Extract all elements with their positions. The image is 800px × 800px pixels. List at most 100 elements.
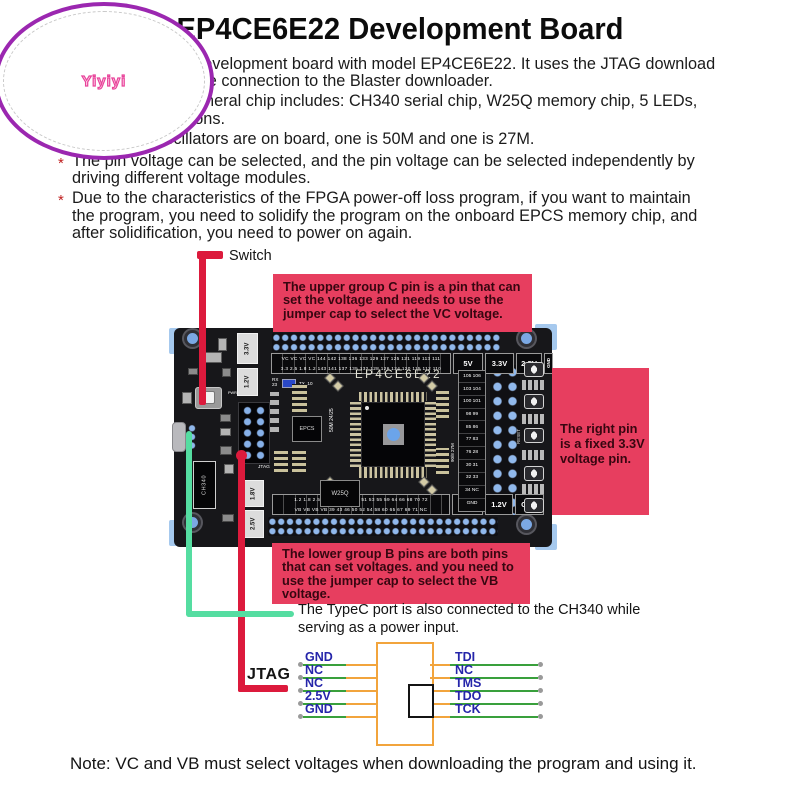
pin-label: NC	[305, 663, 324, 677]
smd-component	[220, 414, 231, 422]
oscillator-label-27m: 90/8 27M	[450, 443, 455, 462]
jtag-header-label: JTAG	[258, 465, 270, 470]
key-button	[524, 498, 544, 513]
bullet-asterisk: *	[58, 192, 64, 210]
jtag-diagram-label: JTAG	[247, 666, 291, 683]
switch-pointer-bar	[197, 251, 223, 259]
epcs-chip: EPCS	[292, 416, 322, 442]
mounting-hole	[518, 330, 535, 347]
bullet-text: The pin voltage can be selected, and the…	[72, 152, 695, 188]
pcb-board: VC VC VC VC 144 142 138 136 133 129 127 …	[169, 324, 557, 550]
bottom-pin-header	[268, 517, 498, 536]
typec-note: The TypeC port is also connected to the …	[298, 602, 641, 636]
bullet-asterisk: *	[58, 155, 64, 173]
resistor-pack	[522, 414, 546, 424]
ch340-chip: CH340	[193, 461, 216, 509]
pin-dot	[538, 701, 543, 706]
pin-wire-orange	[346, 664, 377, 667]
fpga-pins-left	[350, 401, 361, 467]
pwr-label: PWR	[228, 391, 237, 395]
reset-label: RESET	[516, 428, 521, 444]
switch-label: Switch	[229, 248, 272, 264]
pin-dot	[538, 688, 543, 693]
power-cell-3v3: 3.3V	[485, 353, 514, 374]
list-item: * Due to the characteristics of the FPGA…	[58, 190, 758, 242]
smd-component	[188, 368, 198, 375]
key-button	[524, 362, 544, 377]
typec-port	[172, 422, 186, 452]
pin-label: NC	[455, 663, 474, 677]
resistor-pack	[522, 484, 546, 494]
oscillator-label-50m: 50M 24/25	[329, 408, 335, 432]
regulator-3v3: 3.3V	[237, 333, 258, 364]
resistor-array	[292, 450, 306, 472]
pcb-surface: VC VC VC VC 144 142 138 136 133 129 127 …	[172, 328, 553, 547]
pin-label: TCK	[455, 702, 481, 716]
pin-wire-green	[450, 703, 538, 706]
pin-label: GND	[305, 650, 333, 664]
pin-dot	[298, 688, 303, 693]
pin-dot	[298, 662, 303, 667]
pin-wire-orange	[346, 703, 377, 706]
pin-dot	[538, 662, 543, 667]
pin-wire-orange	[430, 716, 450, 719]
pin-wire-green	[303, 664, 346, 667]
jtag-connector-outline	[376, 642, 434, 746]
bottom-note: Note: VC and VB must select voltages whe…	[70, 754, 697, 773]
smd-component	[204, 352, 222, 363]
led-column	[270, 392, 279, 432]
pin-dot	[298, 701, 303, 706]
regulator-2v5: 2.5V	[243, 510, 264, 538]
resistor-array	[436, 388, 449, 418]
top-pin-header	[272, 333, 500, 352]
smd-component	[182, 392, 192, 404]
pin-label: GND	[305, 702, 333, 716]
list-item: * The pin voltage can be selected, and t…	[58, 152, 758, 188]
switch-pointer-line	[199, 252, 206, 405]
pin-wire-orange	[346, 677, 377, 680]
pin-wire-orange	[430, 690, 450, 693]
diag-cap	[332, 380, 344, 392]
fpga-pins-right	[425, 401, 436, 467]
page-title: EP4CE6E22 Development Board	[176, 11, 624, 46]
smd-component	[222, 368, 231, 377]
power-cell-1v2: 1.2V	[485, 494, 513, 515]
w25q-chip: W25Q	[320, 480, 360, 507]
pin-wire-green	[303, 677, 346, 680]
fpga-pins-top	[359, 392, 427, 403]
right-pin-header	[490, 365, 520, 515]
smd-component	[222, 514, 234, 522]
fpga-silkscreen: EP4CE6E22	[355, 369, 443, 381]
pin-wire-green	[450, 664, 538, 667]
right-callout: The right pin is a fixed 3.3V voltage pi…	[552, 368, 649, 515]
typec-pointer-line	[186, 431, 192, 617]
upper-callout: The upper group C pin is a pin that can …	[273, 274, 532, 332]
pin-label: TMS	[455, 676, 482, 690]
bottom-pin-labels: 1.2 1.8 2.5 3.3 38 42 44 49 51 53 55 59 …	[272, 494, 450, 515]
resistor-array	[292, 384, 307, 412]
pin-dot	[538, 714, 543, 719]
pin-wire-orange	[430, 664, 450, 667]
pin-dot	[538, 675, 543, 680]
pin-wire-green	[303, 716, 346, 719]
key-button	[524, 466, 544, 481]
pin-wire-green	[303, 703, 346, 706]
smd-component	[220, 446, 232, 455]
jtag-pointer-bar	[238, 685, 288, 692]
pin-wire-green	[450, 677, 538, 680]
resistor-array	[274, 448, 288, 472]
pin-dot	[298, 714, 303, 719]
top-pin-labels: VC VC VC VC 144 142 138 136 133 129 127 …	[271, 353, 451, 374]
pin1-dot	[365, 406, 369, 410]
pin-wire-orange	[430, 703, 450, 706]
top-pin-labels-row2: 3.3 2.5 1.8 1.2 143 141 137 135 132 128 …	[280, 365, 442, 371]
mounting-hole	[518, 516, 535, 533]
smd-component	[220, 428, 231, 436]
pin-label: TDO	[455, 689, 482, 703]
regulator-1v2: 1.2V	[237, 368, 258, 396]
bottom-pin-labels-row2: VB VB VB VB 39 43 46 50 52 54 58 60 65 6…	[294, 506, 428, 512]
fpga-pins-bottom	[359, 467, 427, 478]
diag-cap	[418, 476, 430, 488]
watermark-badge: Yiyiyi	[0, 2, 214, 160]
resistor-array	[436, 448, 449, 474]
